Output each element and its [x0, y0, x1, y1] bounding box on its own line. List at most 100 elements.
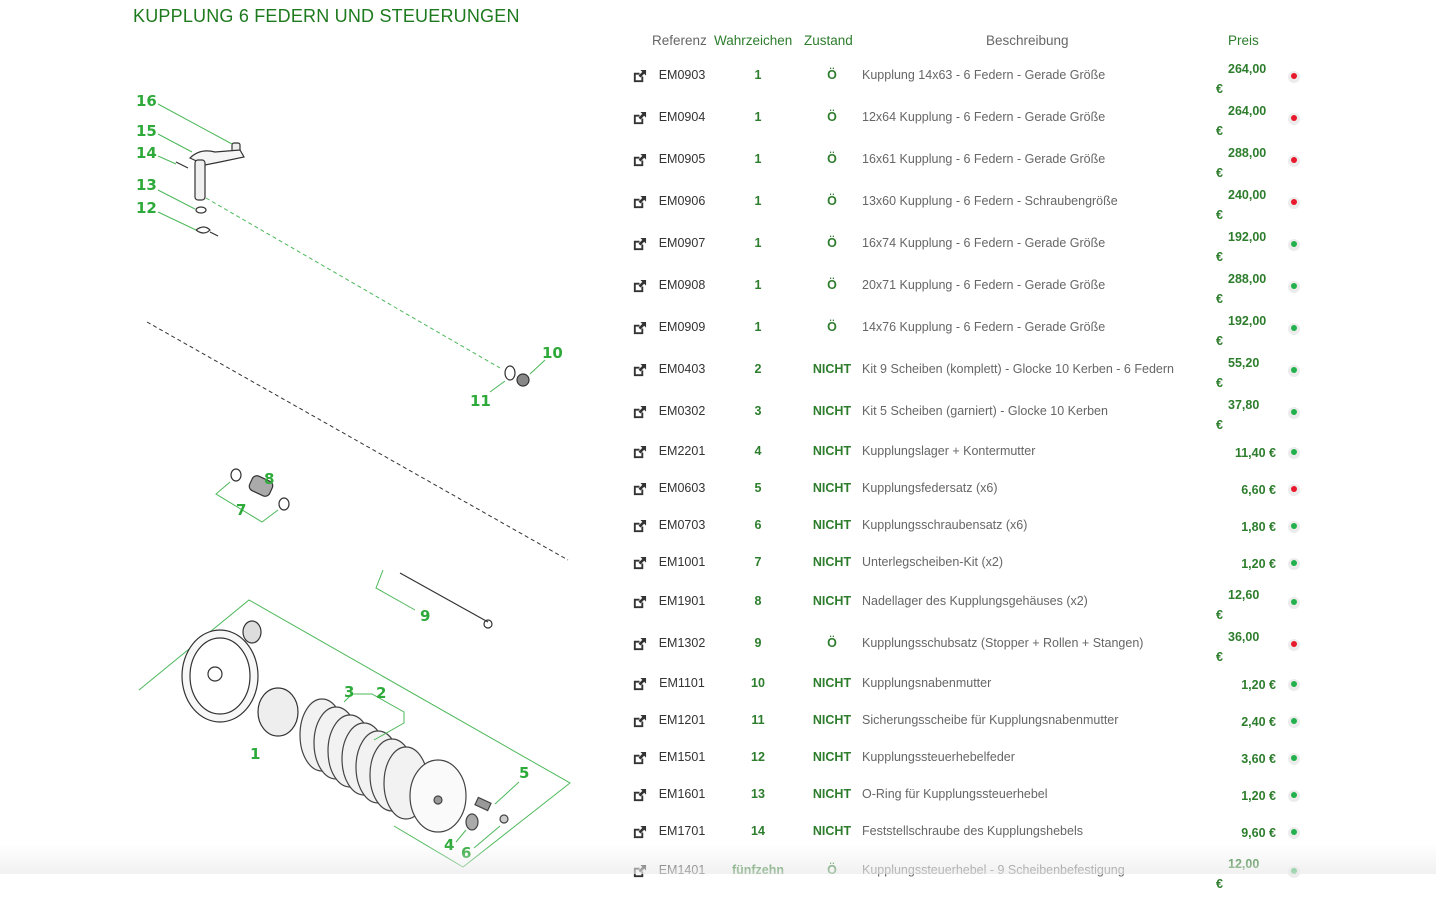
part-price: 192,00€	[1216, 314, 1267, 348]
part-reference[interactable]: EM2201	[658, 444, 706, 458]
external-link-icon[interactable]	[632, 153, 647, 168]
part-price: 1,20 €	[1241, 678, 1276, 692]
external-link-icon[interactable]	[632, 714, 647, 729]
part-reference[interactable]: EM1501	[658, 750, 706, 764]
part-reference[interactable]: EM0908	[658, 278, 706, 292]
callout-3: 3	[344, 683, 354, 701]
external-link-icon[interactable]	[632, 788, 647, 803]
part-price: 11,40 €	[1234, 446, 1276, 460]
part-reference[interactable]: EM0907	[658, 236, 706, 250]
external-link-icon[interactable]	[632, 445, 647, 460]
external-link-icon[interactable]	[632, 482, 647, 497]
part-reference[interactable]: EM1901	[658, 594, 706, 608]
stock-status-icon	[1288, 753, 1300, 765]
header-price: Preis	[1228, 33, 1259, 48]
external-link-icon[interactable]	[632, 864, 647, 879]
external-link-icon[interactable]	[632, 825, 647, 840]
external-link-icon[interactable]	[632, 279, 647, 294]
part-mark: 2	[754, 362, 762, 376]
part-description: Kupplungsschubsatz (Stopper + Rollen + S…	[862, 636, 1144, 650]
external-link-icon[interactable]	[632, 751, 647, 766]
part-mark: 10	[751, 676, 765, 690]
external-link-icon[interactable]	[632, 556, 647, 571]
external-link-icon[interactable]	[632, 195, 647, 210]
header-reference: Referenz	[652, 33, 707, 48]
stock-status-icon	[1288, 484, 1300, 496]
part-reference[interactable]: EM1701	[658, 824, 706, 838]
part-price: 192,00€	[1216, 230, 1267, 264]
stock-status-icon	[1288, 716, 1300, 728]
callout-15: 15	[136, 122, 157, 140]
callout-13: 13	[136, 176, 157, 194]
callout-14: 14	[136, 144, 157, 162]
part-reference[interactable]: EM0906	[658, 194, 706, 208]
stock-status-icon	[1288, 323, 1300, 335]
external-link-icon[interactable]	[632, 405, 647, 420]
part-price: 6,60 €	[1241, 483, 1276, 497]
stock-status-icon	[1288, 197, 1300, 209]
part-description: Kupplungsnabenmutter	[862, 676, 992, 690]
part-description: 14x76 Kupplung - 6 Federn - Gerade Größe	[862, 320, 1106, 334]
part-mark: 13	[751, 787, 765, 801]
part-description: Kupplungslager + Kontermutter	[862, 444, 1036, 458]
external-link-icon[interactable]	[632, 677, 647, 692]
part-state: NICHT	[812, 444, 852, 458]
external-link-icon[interactable]	[632, 69, 647, 84]
part-state: NICHT	[812, 362, 852, 376]
part-reference[interactable]: EM0703	[658, 518, 706, 532]
part-reference[interactable]: EM0403	[658, 362, 706, 376]
part-description: 20x71 Kupplung - 6 Federn - Gerade Größe	[862, 278, 1106, 292]
header-state: Zustand	[804, 33, 853, 48]
external-link-icon[interactable]	[632, 519, 647, 534]
part-reference[interactable]: EM0905	[658, 152, 706, 166]
part-mark: 1	[754, 194, 762, 208]
part-reference[interactable]: EM0909	[658, 320, 706, 334]
stock-status-icon	[1288, 239, 1300, 251]
external-link-icon[interactable]	[632, 595, 647, 610]
part-price: 2,40 €	[1241, 715, 1276, 729]
part-reference[interactable]: EM0903	[658, 68, 706, 82]
part-price: 55,20€	[1216, 356, 1260, 390]
clutch-basket	[181, 620, 262, 723]
part-reference[interactable]: EM1601	[658, 787, 706, 801]
external-link-icon[interactable]	[632, 363, 647, 378]
external-link-icon[interactable]	[632, 637, 647, 652]
stock-status-icon	[1288, 558, 1300, 570]
part-reference[interactable]: EM0904	[658, 110, 706, 124]
external-link-icon[interactable]	[632, 111, 647, 126]
stock-status-icon	[1288, 113, 1300, 125]
part-state: Ö	[827, 152, 837, 166]
part-description: Kupplung 14x63 - 6 Federn - Gerade Größe	[862, 68, 1106, 82]
callout-5: 5	[519, 764, 529, 782]
part-reference[interactable]: EM0603	[658, 481, 706, 495]
table-header: Referenz Wahrzeichen Zustand Beschreibun…	[628, 30, 1318, 52]
page-title: KUPPLUNG 6 FEDERN UND STEUERUNGEN	[133, 6, 520, 26]
external-link-icon[interactable]	[632, 237, 647, 252]
part-price: 1,80 €	[1241, 520, 1276, 534]
part-reference[interactable]: EM1401	[658, 863, 706, 877]
stock-status-icon	[1288, 155, 1300, 167]
external-link-icon[interactable]	[632, 321, 647, 336]
stock-status-icon	[1288, 407, 1300, 419]
part-reference[interactable]: EM1001	[658, 555, 706, 569]
assembly-axis-black	[146, 321, 569, 561]
part-price: 240,00€	[1216, 188, 1267, 222]
part-price: 36,00€	[1216, 630, 1260, 664]
part-reference[interactable]: EM1302	[658, 636, 706, 650]
callout-6: 6	[461, 844, 471, 862]
part-reference[interactable]: EM0302	[658, 404, 706, 418]
callout-7: 7	[236, 501, 246, 519]
clutch-hub	[257, 687, 299, 737]
part-reference[interactable]: EM1201	[658, 713, 706, 727]
part-reference[interactable]: EM1101	[659, 676, 705, 690]
part-mark: 1	[754, 278, 762, 292]
part-description: Kupplungsfedersatz (x6)	[862, 481, 998, 495]
part-price: 37,80€	[1216, 398, 1260, 432]
